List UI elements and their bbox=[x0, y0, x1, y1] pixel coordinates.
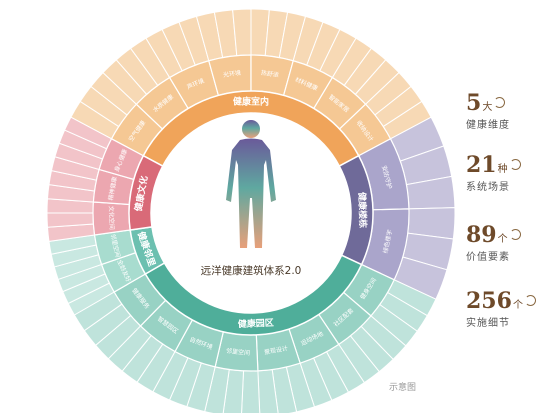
scenario-label: 文化空间 bbox=[107, 206, 116, 230]
scenario-label: 光环境 bbox=[223, 69, 242, 79]
stat-number: 21 bbox=[466, 152, 497, 178]
detail-segment bbox=[241, 370, 261, 413]
stat-number: 5 bbox=[466, 90, 482, 116]
inner-ring bbox=[128, 90, 374, 336]
stat-label: 系统场景 bbox=[466, 182, 510, 193]
stat-scenarios: 21种 系统场景 bbox=[466, 152, 546, 193]
dimension-label: 健康楼栋 bbox=[356, 192, 369, 228]
arc-icon bbox=[494, 97, 506, 108]
outer-ring bbox=[46, 8, 456, 413]
arc-icon bbox=[524, 295, 536, 306]
stat-label: 实施细节 bbox=[466, 318, 510, 329]
center-disc bbox=[151, 113, 351, 313]
stat-dimensions: 5大 健康维度 bbox=[466, 90, 546, 131]
stat-unit: 个 bbox=[497, 234, 508, 245]
dimension-label: 健康园区 bbox=[238, 317, 275, 331]
stat-number: 89 bbox=[466, 222, 497, 248]
arc-icon bbox=[509, 159, 521, 170]
caption: 示意图 bbox=[389, 383, 417, 393]
stat-unit: 个 bbox=[512, 300, 523, 311]
stat-unit: 种 bbox=[497, 164, 508, 175]
stat-number: 256 bbox=[466, 288, 512, 314]
human-figure-icon bbox=[226, 120, 276, 248]
stat-unit: 大 bbox=[482, 102, 493, 113]
arc-icon bbox=[509, 229, 521, 240]
stat-label: 健康维度 bbox=[466, 120, 510, 131]
stat-details: 256个 实施细节 bbox=[466, 288, 546, 329]
stat-label: 价值要素 bbox=[466, 252, 510, 263]
center-title: 远洋健康建筑体系2.0 bbox=[201, 264, 302, 277]
dimension-label: 健康室内 bbox=[233, 96, 269, 108]
scenario-label: 热舒适 bbox=[260, 69, 279, 79]
stat-value-elements: 89个 价值要素 bbox=[466, 222, 546, 263]
scenario-label: 邻里空间 bbox=[226, 347, 251, 357]
health-system-wheel: 远洋健康建筑体系2.0 空气健康水质健康声环境光环境热舒适材料健康智能家居收纳设… bbox=[46, 8, 456, 413]
